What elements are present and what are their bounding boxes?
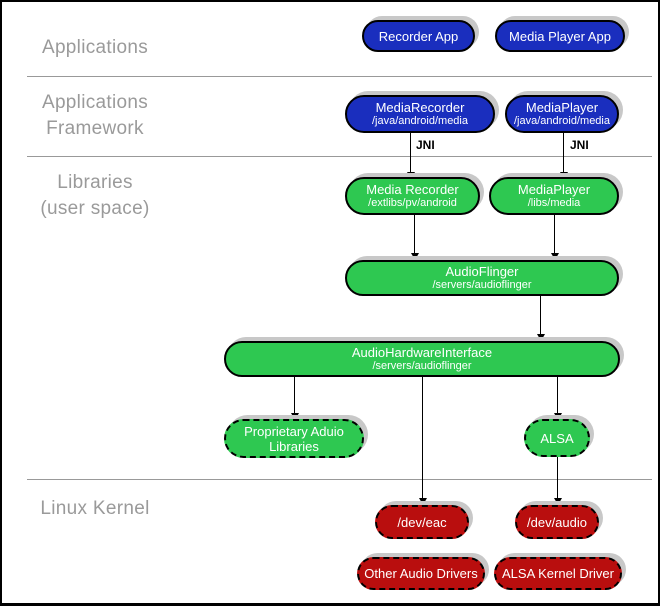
node-media-player-app: Media Player App xyxy=(495,20,625,52)
arrowhead-down-icon xyxy=(291,413,299,420)
node-dev-eac: /dev/eac xyxy=(375,505,469,539)
node-title: AudioHardwareInterface xyxy=(351,345,493,360)
jni-label-left: JNI xyxy=(416,138,435,152)
node-recorder-app: Recorder App xyxy=(362,20,475,52)
node-path: /libs/media xyxy=(527,197,581,209)
arrowhead-down-icon xyxy=(554,498,562,505)
node-other-audio-drivers: Other Audio Drivers xyxy=(357,557,485,590)
edge-mediaplayer-jni xyxy=(563,133,564,172)
edge-mediaplayer-to-audioflinger xyxy=(554,215,555,253)
arrowhead-down-icon xyxy=(537,334,545,341)
node-title: ALSA Kernel Driver xyxy=(502,566,614,581)
divider-framework-libraries xyxy=(27,156,652,157)
node-mediarecorder-framework: MediaRecorder /java/android/media xyxy=(345,95,495,133)
edge-ahi-to-proprietary xyxy=(294,377,295,413)
node-title: MediaPlayer xyxy=(517,182,591,197)
node-path: /java/android/media xyxy=(513,115,610,127)
layer-label-libraries: Libraries (user space) xyxy=(40,172,150,219)
node-title: /dev/eac xyxy=(397,514,447,530)
node-path: /servers/audioflinger xyxy=(432,279,532,291)
node-path: /java/android/media xyxy=(371,115,468,127)
edge-audioflinger-to-ahi xyxy=(540,296,541,334)
layer-label-linux-kernel: Linux Kernel xyxy=(40,498,150,519)
node-title: Other Audio Drivers xyxy=(364,566,478,581)
node-title: MediaPlayer xyxy=(525,100,599,115)
arrowhead-down-icon xyxy=(419,498,427,505)
edge-ahi-to-dev-eac xyxy=(422,377,423,498)
node-mediaplayer-framework: MediaPlayer /java/android/media xyxy=(505,95,619,133)
layer-label-applications: Applications xyxy=(41,37,149,58)
node-title: ALSA xyxy=(540,430,574,446)
divider-applications-framework xyxy=(27,76,652,77)
node-audioflinger: AudioFlinger /servers/audioflinger xyxy=(345,260,619,296)
node-title: MediaRecorder xyxy=(375,100,465,115)
arrowhead-down-icon xyxy=(407,172,415,179)
arrowhead-down-icon xyxy=(554,413,562,420)
node-title: Proprietary Aduio Libraries xyxy=(244,423,344,454)
node-audio-hardware-interface: AudioHardwareInterface /servers/audiofli… xyxy=(224,341,620,377)
arrowhead-down-icon xyxy=(551,253,559,260)
edge-ahi-to-alsa xyxy=(557,377,558,413)
arrowhead-down-icon xyxy=(411,253,419,260)
arrowhead-down-icon xyxy=(560,172,568,179)
node-title: /dev/audio xyxy=(527,514,587,530)
layer-label-applications-framework: Applications Framework xyxy=(41,92,149,139)
node-path: /extlibs/pv/android xyxy=(368,197,457,209)
edge-mediarecorder-to-audioflinger xyxy=(414,215,415,253)
edge-mediarecorder-jni xyxy=(410,133,411,172)
node-dev-audio: /dev/audio xyxy=(515,505,599,539)
node-path: /servers/audioflinger xyxy=(372,360,472,372)
node-title: Media Recorder xyxy=(366,182,459,197)
node-mediaplayer-lib: MediaPlayer /libs/media xyxy=(489,177,619,215)
edge-alsa-to-dev-audio xyxy=(557,457,558,498)
node-title: AudioFlinger xyxy=(445,264,519,279)
divider-libraries-kernel xyxy=(27,479,652,480)
node-media-recorder-lib: Media Recorder /extlibs/pv/android xyxy=(345,177,480,215)
jni-label-right: JNI xyxy=(570,138,589,152)
node-proprietary-audio-libraries: Proprietary Aduio Libraries xyxy=(224,419,364,458)
node-alsa-kernel-driver: ALSA Kernel Driver xyxy=(494,557,622,590)
node-title: Recorder App xyxy=(378,28,459,44)
node-title: Media Player App xyxy=(509,28,611,44)
node-alsa: ALSA xyxy=(524,419,590,457)
